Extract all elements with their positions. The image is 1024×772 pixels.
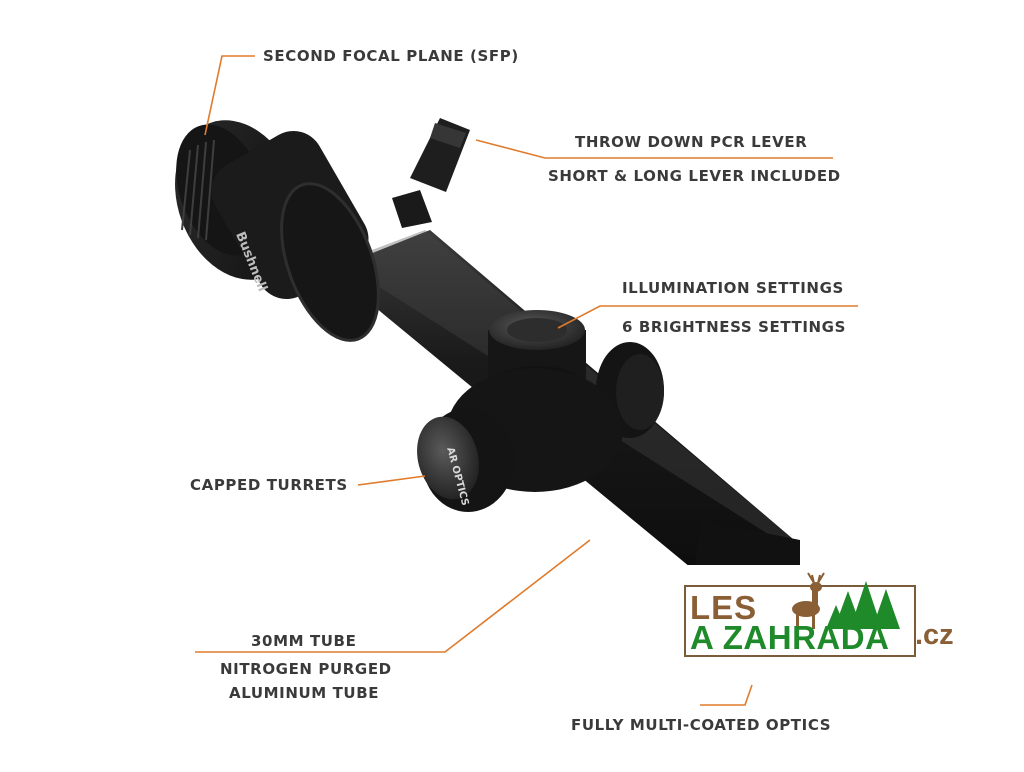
- callout-turrets: CAPPED TURRETS: [190, 476, 348, 494]
- leader-illumination: [557, 305, 858, 329]
- leader-turrets: [357, 475, 426, 486]
- leader-sfp: [204, 55, 255, 136]
- leader-optics: [700, 684, 753, 706]
- forest-deer-icon: [792, 572, 900, 629]
- logo-line2: A ZAHRADA: [690, 619, 890, 656]
- scope-eyepiece: Bushnell: [175, 120, 380, 342]
- callout-illumination-title: ILLUMINATION SETTINGS: [622, 279, 844, 297]
- callout-leader-lines: [195, 55, 858, 706]
- logo-suffix: .cz: [915, 619, 954, 651]
- callout-optics: FULLY MULTI-COATED OPTICS: [571, 716, 832, 734]
- leader-tube: [195, 539, 591, 653]
- callout-pcr-sub: SHORT & LONG LEVER INCLUDED: [548, 167, 841, 185]
- callout-pcr-title: THROW DOWN PCR LEVER: [575, 133, 808, 151]
- les-a-zahrada-logo: LES A ZAHRADA .cz: [676, 565, 958, 661]
- pcr-lever: [392, 118, 470, 228]
- callout-tube-sub2: ALUMINUM TUBE: [229, 684, 380, 702]
- callout-tube-title: 30MM TUBE: [251, 632, 357, 650]
- leader-pcr: [475, 139, 833, 159]
- capped-turret: AR OPTICS: [417, 408, 514, 512]
- callout-illumination-sub: 6 BRIGHTNESS SETTINGS: [622, 318, 846, 336]
- callout-sfp: SECOND FOCAL PLANE (SFP): [263, 47, 519, 65]
- logo-line1: LES: [690, 589, 758, 626]
- callout-tube-sub1: NITROGEN PURGED: [220, 660, 392, 678]
